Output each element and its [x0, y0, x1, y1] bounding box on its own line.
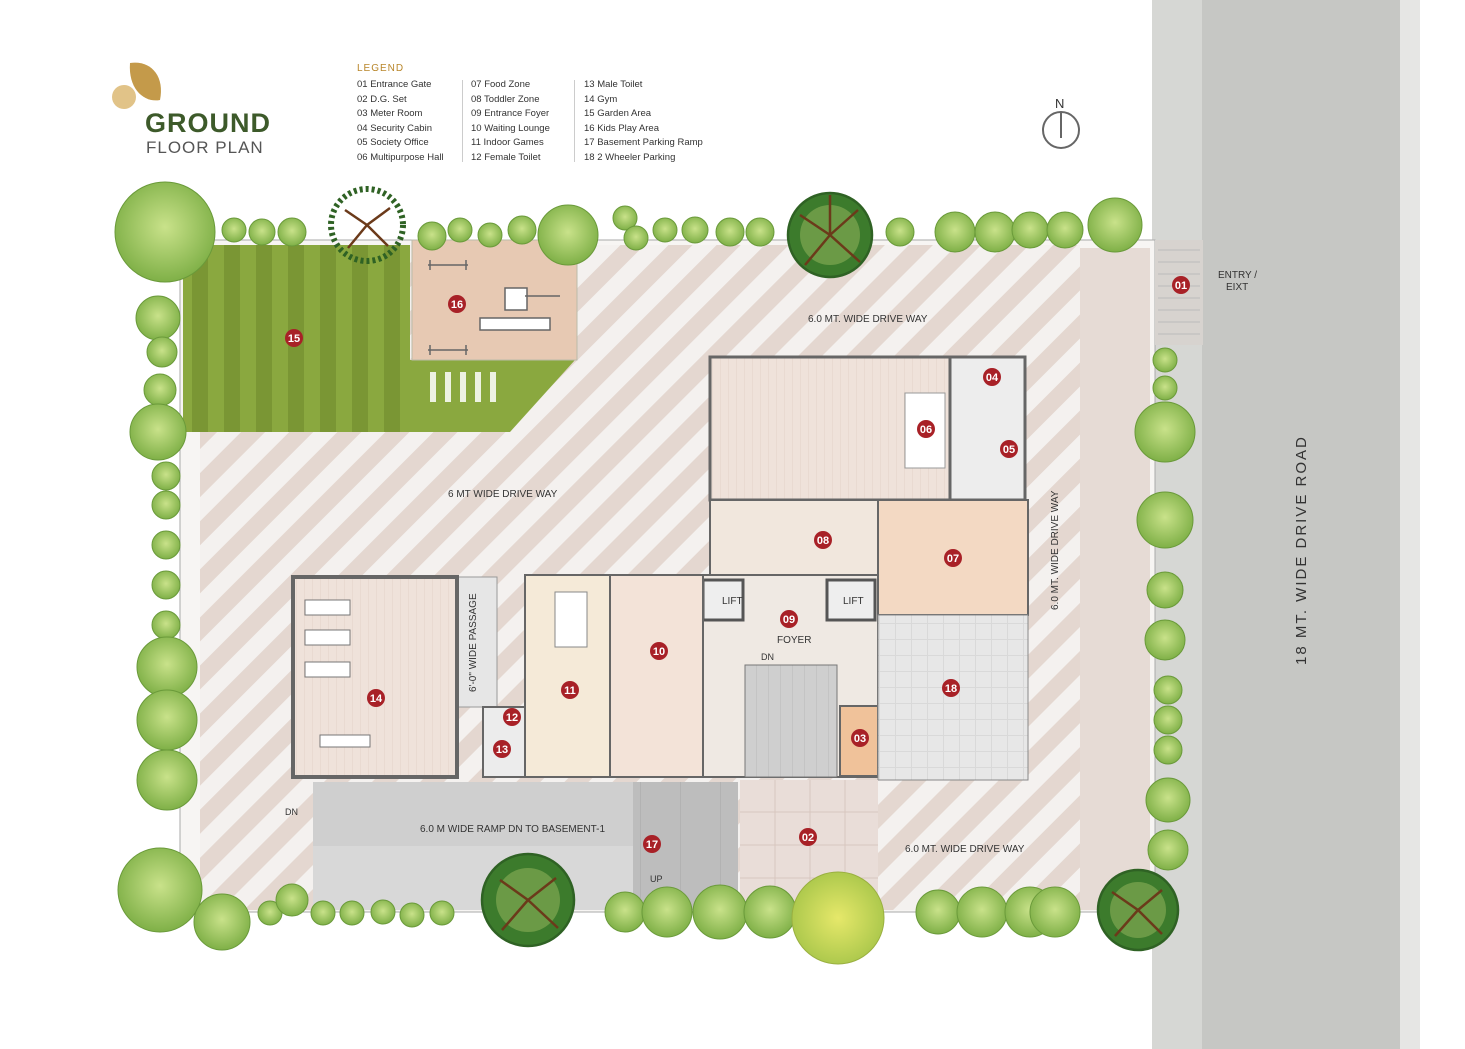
marker-16-circle — [448, 295, 466, 313]
marker-05: 05 — [1003, 444, 1015, 456]
marker-15-circle — [285, 329, 303, 347]
legend-heading: LEGEND — [357, 63, 405, 74]
logo-leaf-icon — [110, 55, 170, 115]
legend-column-2: 07 Food Zone 08 Toddler Zone 09 Entrance… — [471, 78, 550, 166]
marker-02-circle — [799, 828, 817, 846]
legend-item: 14 Gym — [584, 93, 618, 105]
marker-18: 18 — [945, 683, 957, 695]
marker-12-circle — [503, 708, 521, 726]
marker-07-circle — [944, 549, 962, 567]
drive-bottom-label: 6.0 MT. WIDE DRIVE WAY — [905, 844, 1025, 855]
marker-01-circle — [1172, 276, 1190, 294]
legend-column-3: 13 Male Toilet 14 Gym 15 Garden Area 16 … — [584, 78, 703, 166]
page-title: GROUND — [145, 108, 271, 138]
marker-08-circle — [814, 531, 832, 549]
north-compass: N — [1042, 96, 1080, 149]
marker-09-circle — [780, 610, 798, 628]
drive-top-label: 6.0 MT. WIDE DRIVE WAY — [808, 314, 928, 325]
legend-item: 07 Food Zone — [471, 79, 531, 90]
ramp-dn-label: DN — [285, 807, 298, 817]
legend-divider — [574, 80, 575, 162]
stair-dn-label: DN — [761, 652, 774, 662]
marker-06-circle — [917, 420, 935, 438]
marker-18-circle — [942, 679, 960, 697]
legend-item: 11 Indoor Games — [471, 137, 544, 149]
legend-divider — [462, 80, 463, 162]
legend-column-1: 01 Entrance Gate 02 D.G. Set 03 Meter Ro… — [357, 78, 444, 166]
legend-item: 01 Entrance Gate — [357, 79, 432, 90]
marker-16: 16 — [451, 299, 463, 311]
legend-item: 16 Kids Play Area — [584, 122, 659, 134]
marker-07: 07 — [947, 553, 959, 565]
marker-11: 11 — [564, 685, 576, 697]
legend-item: 15 Garden Area — [584, 108, 652, 120]
building — [291, 355, 1029, 781]
feature-trees — [328, 186, 1180, 952]
marker-10-circle — [650, 642, 668, 660]
marker-14-circle — [367, 689, 385, 707]
room-markers: 01 02 03 04 05 06 07 08 09 10 11 12 13 14 15 16 17 18 — [285, 276, 1190, 853]
ramp-label: 6.0 M WIDE RAMP DN TO BASEMENT-1 — [420, 824, 605, 835]
marker-17: 17 — [646, 839, 658, 851]
marker-06: 06 — [920, 424, 932, 436]
lift-label-2: LIFT — [843, 596, 864, 607]
legend-item: 17 Basement Parking Ramp — [584, 137, 703, 149]
compass-label: N — [1055, 96, 1064, 111]
road-label: 18 MT. WIDE DRIVE ROAD — [1293, 435, 1310, 665]
lift-label-1: LIFT — [722, 596, 743, 607]
legend-item: 08 Toddler Zone — [471, 93, 540, 105]
legend-item: 13 Male Toilet — [584, 79, 643, 90]
marker-01: 01 — [1175, 280, 1187, 292]
ramp-up-label: UP — [650, 874, 663, 884]
page-subtitle: FLOOR PLAN — [146, 138, 264, 157]
legend-item: 10 Waiting Lounge — [471, 122, 550, 134]
marker-12: 12 — [506, 712, 518, 724]
drive-left-label: 6 MT WIDE DRIVE WAY — [448, 489, 558, 500]
marker-11-circle — [561, 681, 579, 699]
legend-item: 03 Meter Room — [357, 108, 423, 120]
marker-05-circle — [1000, 440, 1018, 458]
entry-label-2: EIXT — [1226, 282, 1248, 293]
marker-04-circle — [983, 368, 1001, 386]
marker-15: 15 — [288, 333, 300, 345]
marker-13-circle — [493, 740, 511, 758]
legend-item: 04 Security Cabin — [357, 122, 432, 134]
trees — [114, 181, 1196, 951]
marker-04: 04 — [986, 372, 999, 384]
kids-play-area — [411, 239, 578, 361]
marker-17-circle — [643, 835, 661, 853]
marker-14: 14 — [370, 693, 383, 705]
entry-label-1: ENTRY / — [1218, 270, 1257, 281]
marker-08: 08 — [817, 535, 829, 547]
marker-09: 09 — [783, 614, 795, 626]
yellow-tree — [791, 871, 885, 965]
legend-item: 02 D.G. Set — [357, 93, 407, 105]
passage-label: 6'-0" WIDE PASSAGE — [468, 593, 479, 692]
marker-02: 02 — [802, 832, 814, 844]
legend-item: 05 Society Office — [357, 137, 429, 149]
legend-item: 12 Female Toilet — [471, 151, 541, 163]
foyer-label: FOYER — [777, 635, 811, 646]
marker-03: 03 — [854, 733, 866, 745]
legend-item: 18 2 Wheeler Parking — [584, 151, 676, 163]
marker-10: 10 — [653, 646, 665, 658]
drive-right-label: 6.0 MT. WIDE DRIVE WAY — [1050, 490, 1061, 610]
legend-item: 09 Entrance Foyer — [471, 108, 550, 120]
legend-item: 06 Multipurpose Hall — [357, 151, 444, 163]
marker-03-circle — [851, 729, 869, 747]
marker-13: 13 — [496, 744, 508, 756]
